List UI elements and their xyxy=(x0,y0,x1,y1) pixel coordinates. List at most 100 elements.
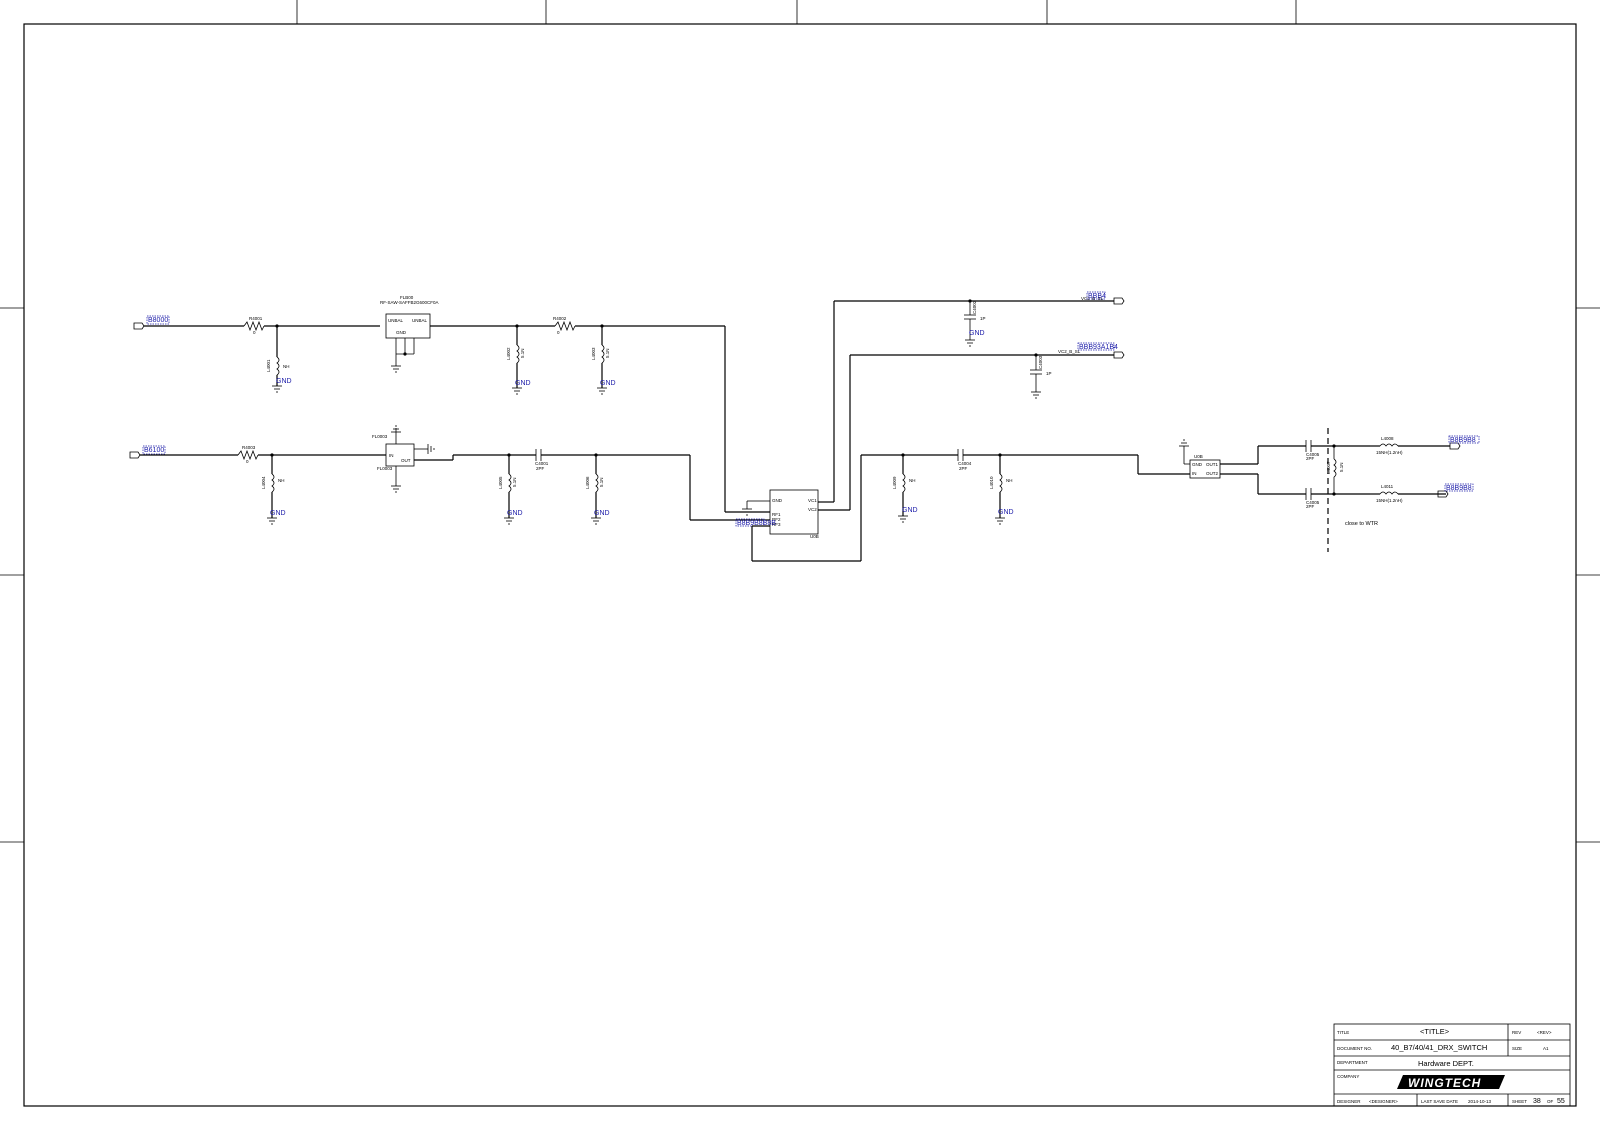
label-filter2-ref: FL0003 xyxy=(372,434,388,439)
sheet-value: 38 xyxy=(1533,1098,1541,1105)
label-l4004: L4004 xyxy=(261,476,266,489)
label-c4004: C4004 xyxy=(958,461,972,466)
ground-symbol xyxy=(995,517,1005,525)
sheet-frame xyxy=(0,0,1600,1107)
label-l4009: L4009 xyxy=(892,476,897,489)
inductor-l4009 xyxy=(902,473,906,493)
inductor-l4002 xyxy=(516,344,520,364)
label-r4001-val: 0 xyxy=(253,330,256,335)
label-l4008-val: 15NH(1.2nH) xyxy=(1376,450,1403,455)
net-gnd-8: GND xyxy=(902,507,918,514)
output-port-1 xyxy=(1449,442,1461,450)
ground-symbol xyxy=(965,339,975,347)
diplex-gnd-pin: GND xyxy=(1192,462,1203,467)
label-c4002-val: 1P xyxy=(980,316,986,321)
path-output: L4009 NH GND C4004 2PF L4010 NH GND U0B … xyxy=(892,428,1480,552)
diplex-ref: U0B xyxy=(1194,454,1203,459)
label-l4006: L4006 xyxy=(585,476,590,489)
label-l4005: L4005 xyxy=(498,476,503,489)
label-l4009-val: NH xyxy=(909,478,916,483)
company-label: COMPANY xyxy=(1337,1074,1359,1079)
designer-label: DESIGNER xyxy=(1337,1099,1361,1104)
diplex-out2-pin: OUT2 xyxy=(1206,471,1218,476)
net-label-in1: B8000 xyxy=(148,317,168,324)
dept-value: Hardware DEPT. xyxy=(1418,1059,1474,1068)
net-box-vc2 xyxy=(1077,342,1115,351)
label-filter2-sub: FL0003 xyxy=(377,466,393,471)
title-block: TITLE <TITLE> REV <REV> DOCUMENT NO. 40_… xyxy=(1333,1023,1571,1107)
ground-symbol xyxy=(512,387,522,395)
label-l4007: L4007 xyxy=(1326,461,1331,474)
net-gnd-9: GND xyxy=(998,509,1014,516)
label-c4001: C4001 xyxy=(535,461,549,466)
ground-symbol xyxy=(272,385,282,393)
control-port-1 xyxy=(1113,297,1125,305)
label-c4004-val: 2PF xyxy=(959,466,968,471)
company-logo-text: WINGTECH xyxy=(1408,1076,1481,1090)
balun-ic xyxy=(1189,459,1221,479)
switch-vc2-pin: VC2 xyxy=(808,507,817,512)
diplex-out1-pin: OUT1 xyxy=(1206,462,1218,467)
label-l4003: L4003 xyxy=(591,347,596,360)
saw-port-in: UNBAL xyxy=(388,318,404,323)
label-r4002-val: 0 xyxy=(557,330,560,335)
diplex-in-pin: IN xyxy=(1192,471,1197,476)
filter-fl0003 xyxy=(385,443,415,467)
switch-ref: U0B xyxy=(810,534,819,539)
total-value: 55 xyxy=(1557,1098,1565,1105)
ground-symbol xyxy=(391,365,401,373)
inductor-l4005 xyxy=(508,473,512,493)
net-gnd-2: GND xyxy=(515,380,531,387)
control-port-2 xyxy=(1113,351,1125,359)
ground-symbol xyxy=(267,517,277,525)
net-gnd-4: GND xyxy=(270,510,286,517)
size-value: A1 xyxy=(1543,1046,1549,1051)
filter2-out-pin: OUT xyxy=(401,458,411,463)
dept-label: DEPARTMENT xyxy=(1337,1060,1368,1065)
net-gnd-7: GND xyxy=(969,330,985,337)
net-box-in2 xyxy=(142,445,166,455)
ground-symbol xyxy=(1179,439,1189,447)
vc1-tag: VC2_B_SL xyxy=(1081,296,1104,301)
label-c4003: C4003 xyxy=(1038,355,1043,369)
label-saw-ref: FLB00 xyxy=(400,295,414,300)
resistor-r4001 xyxy=(243,320,265,332)
label-l4008: L4008 xyxy=(1381,436,1394,441)
label-c4001-val: 2PF xyxy=(536,466,545,471)
label-c4005-val: 2PF xyxy=(1306,456,1315,461)
junction-saw-gnd xyxy=(403,352,407,356)
label-l4007-val: 5.1N xyxy=(1339,462,1344,472)
saw-gnd-pin: GND xyxy=(396,330,407,335)
net-switch-bus: B8B9B8B8B xyxy=(737,520,776,527)
switch-rf1-pin: RF1 xyxy=(772,512,781,517)
net-label-vc1: BBB4 xyxy=(1088,293,1106,300)
switch-rf2-pin: RF2 xyxy=(772,517,781,522)
label-l4004-val: NH xyxy=(278,478,285,483)
label-r4003-val: 0 xyxy=(246,459,249,464)
net-box-switch-bus xyxy=(735,518,765,527)
net-label-out1: B8B9B8 xyxy=(1450,437,1476,444)
label-r4001: R4001 xyxy=(249,316,263,321)
ground-symbol xyxy=(391,425,401,433)
net-box-out1 xyxy=(1448,435,1480,444)
inductor-l4004 xyxy=(271,473,275,493)
input-port-1 xyxy=(133,322,145,330)
net-gnd-6: GND xyxy=(594,510,610,517)
saw-port-out: UNBAL xyxy=(412,318,428,323)
rf-switch: GND VC1 VC2 RF1 RF2 RF3 U0B B8B9B8B8B xyxy=(735,300,1114,562)
net-label-vc2: BBB93A1B4 xyxy=(1079,344,1118,351)
label-l4011-val: 15NH(1.2nH) xyxy=(1376,498,1403,503)
ground-symbol xyxy=(898,515,908,523)
control-inputs: C4002 1P GND VC2_B_SL BBB4 C4003 1P VC2_… xyxy=(964,291,1125,399)
rev-value: <REV> xyxy=(1537,1030,1552,1035)
date-value: 2014-10-13 xyxy=(1468,1099,1492,1104)
label-l4001-val: NH xyxy=(283,364,290,369)
label-r4003: R4003 xyxy=(242,445,256,450)
of-label: OF xyxy=(1547,1099,1554,1104)
ground-symbol xyxy=(597,387,607,395)
label-c4002: C4002 xyxy=(972,300,977,314)
ground-symbol xyxy=(1031,391,1041,399)
resistor-r4002 xyxy=(554,320,576,332)
